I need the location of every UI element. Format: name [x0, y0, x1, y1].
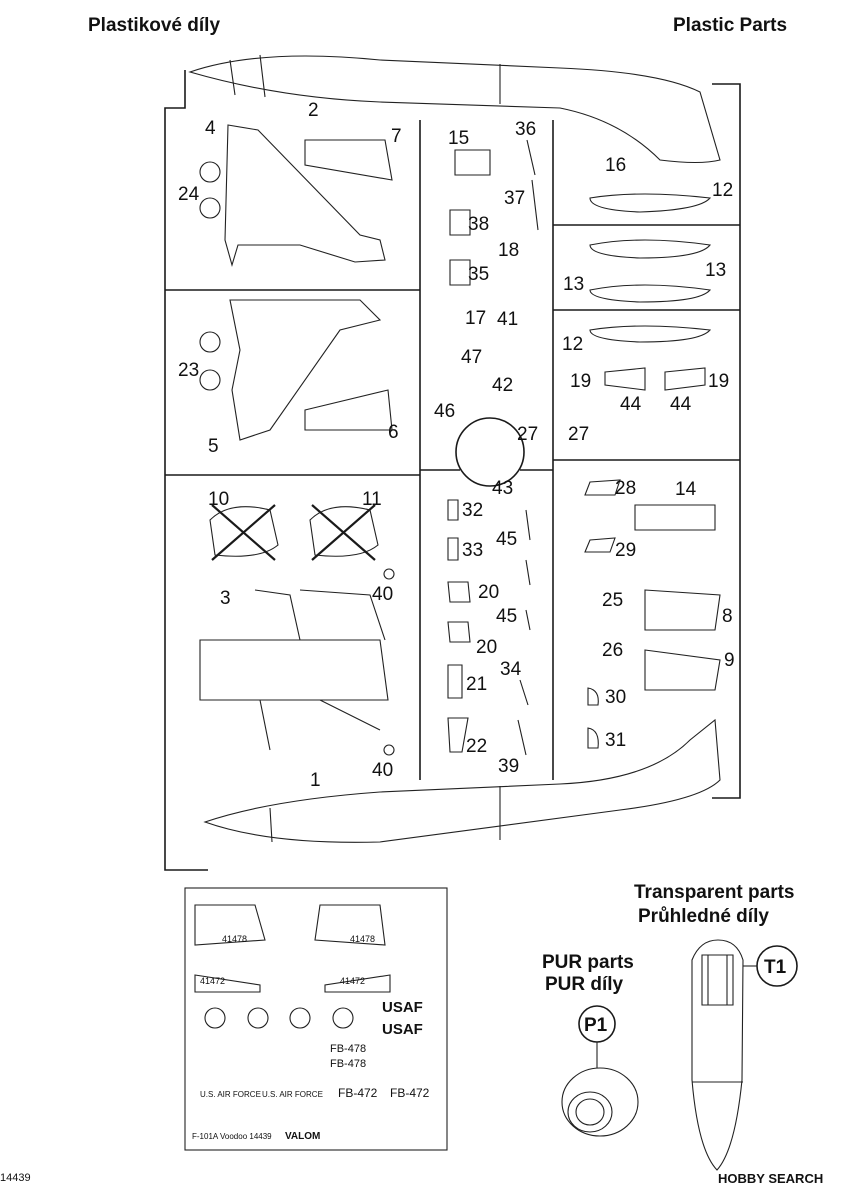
svg-text:17: 17 [465, 308, 486, 329]
svg-text:43: 43 [492, 478, 513, 499]
pur-title-en: PUR parts [542, 952, 634, 973]
svg-text:12: 12 [562, 334, 583, 355]
svg-text:9: 9 [724, 650, 735, 671]
svg-text:41472: 41472 [340, 976, 365, 986]
svg-text:41: 41 [497, 309, 518, 330]
svg-text:VALOM: VALOM [285, 1131, 320, 1142]
svg-text:44: 44 [670, 394, 692, 415]
svg-text:6: 6 [388, 422, 399, 443]
svg-text:44: 44 [620, 394, 642, 415]
svg-text:24: 24 [178, 184, 200, 205]
svg-text:41478: 41478 [222, 934, 247, 944]
svg-text:46: 46 [434, 401, 455, 422]
svg-text:5: 5 [208, 436, 219, 457]
svg-text:8: 8 [722, 606, 733, 627]
svg-text:40: 40 [372, 584, 393, 605]
svg-text:2: 2 [308, 100, 319, 121]
svg-text:15: 15 [448, 128, 469, 149]
svg-text:1: 1 [310, 770, 321, 791]
svg-text:30: 30 [605, 687, 626, 708]
svg-text:35: 35 [468, 264, 489, 285]
svg-text:12: 12 [712, 180, 733, 201]
svg-text:U.S. AIR FORCE: U.S. AIR FORCE [200, 1090, 261, 1099]
svg-text:41478: 41478 [350, 934, 375, 944]
fuselage-insert [199, 589, 389, 751]
svg-text:40: 40 [372, 760, 393, 781]
svg-text:USAF: USAF [382, 999, 423, 1016]
flap-7 [304, 139, 393, 181]
svg-text:13: 13 [705, 260, 726, 281]
svg-text:3: 3 [220, 588, 231, 609]
svg-text:28: 28 [615, 478, 636, 499]
svg-text:U.S. AIR FORCE: U.S. AIR FORCE [262, 1090, 323, 1099]
svg-text:34: 34 [500, 659, 522, 680]
pur-wheel [561, 1067, 639, 1137]
svg-text:18: 18 [498, 240, 519, 261]
decal-sheet [184, 887, 448, 1151]
footer-code: 14439 [0, 1172, 31, 1184]
svg-text:25: 25 [602, 590, 623, 611]
svg-text:22: 22 [466, 736, 487, 757]
svg-text:31: 31 [605, 730, 626, 751]
svg-text:32: 32 [462, 500, 483, 521]
svg-text:FB-478: FB-478 [330, 1043, 366, 1055]
title-czech: Plastikové díly [88, 15, 221, 36]
svg-text:29: 29 [615, 540, 636, 561]
svg-text:27: 27 [517, 424, 538, 445]
svg-text:10: 10 [208, 489, 229, 510]
pur-title-cz: PUR díly [545, 974, 624, 995]
svg-text:38: 38 [468, 214, 489, 235]
svg-text:4: 4 [205, 118, 216, 139]
svg-text:33: 33 [462, 540, 483, 561]
svg-text:39: 39 [498, 756, 519, 777]
svg-text:T1: T1 [764, 957, 787, 978]
svg-text:7: 7 [391, 126, 402, 147]
svg-text:FB-478: FB-478 [330, 1058, 366, 1070]
svg-text:F-101A Voodoo 14439: F-101A Voodoo 14439 [192, 1132, 272, 1141]
svg-text:FB-472: FB-472 [390, 1086, 430, 1100]
svg-text:13: 13 [563, 274, 584, 295]
fuselage-half-bottom [203, 718, 721, 843]
svg-text:41472: 41472 [200, 976, 225, 986]
sprue-gate [455, 417, 525, 487]
svg-text:20: 20 [476, 637, 497, 658]
svg-text:20: 20 [478, 582, 499, 603]
svg-text:23: 23 [178, 360, 199, 381]
svg-text:45: 45 [496, 529, 517, 550]
svg-text:26: 26 [602, 640, 623, 661]
wing-upper [224, 124, 386, 267]
svg-text:14: 14 [675, 479, 697, 500]
svg-text:11: 11 [362, 489, 382, 510]
svg-text:37: 37 [504, 188, 525, 209]
wing-lower [229, 299, 382, 441]
svg-text:47: 47 [461, 347, 482, 368]
svg-text:19: 19 [708, 371, 729, 392]
svg-text:USAF: USAF [382, 1021, 423, 1038]
decal-items: 41478 41478 41472 41472 USAF USAF FB-478… [192, 904, 430, 1142]
svg-text:19: 19 [570, 371, 591, 392]
fuselage-half-top [188, 55, 721, 164]
part-numbers: 1 2 3 4 5 6 7 8 9 10 11 12 12 13 13 14 1… [178, 100, 735, 791]
svg-text:45: 45 [496, 606, 517, 627]
watermark: HOBBY SEARCH [718, 1171, 823, 1186]
sprue-frame [164, 70, 741, 871]
svg-text:36: 36 [515, 119, 536, 140]
flap-6 [304, 389, 393, 431]
transparent-title-en: Transparent parts [634, 882, 795, 903]
canopy [691, 939, 744, 1171]
svg-text:FB-472: FB-472 [338, 1086, 378, 1100]
svg-text:42: 42 [492, 375, 513, 396]
title-english: Plastic Parts [673, 15, 788, 36]
svg-text:16: 16 [605, 155, 626, 176]
svg-text:P1: P1 [584, 1015, 608, 1036]
svg-text:27: 27 [568, 424, 589, 445]
svg-text:21: 21 [466, 674, 487, 695]
transparent-title-cz: Průhledné díly [638, 906, 769, 927]
